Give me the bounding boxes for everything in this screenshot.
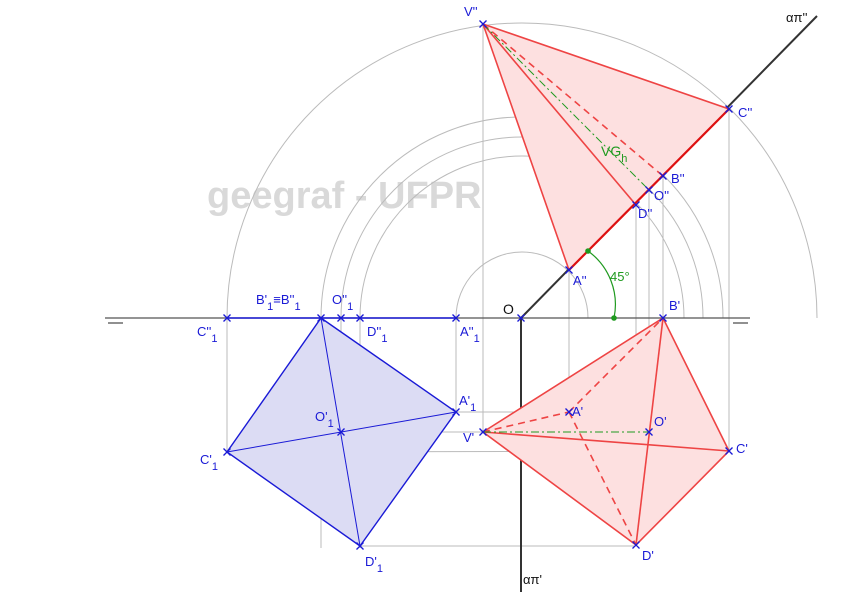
point-marker-O2 bbox=[645, 186, 653, 194]
label-O1p: O' bbox=[654, 414, 667, 429]
point-marker-origin bbox=[517, 314, 525, 322]
arc-d bbox=[359, 155, 685, 319]
elevation-edge-vb-hidden bbox=[482, 23, 664, 177]
label-D1-1: D'1 bbox=[365, 554, 383, 575]
plan-edge-ad-hidden bbox=[568, 411, 637, 546]
true-height-line bbox=[482, 23, 650, 191]
point-marker-V1p bbox=[479, 428, 487, 436]
plan-edge-vc bbox=[482, 431, 730, 452]
point-marker-A2-1 bbox=[452, 314, 460, 322]
label-A1-1: A'1 bbox=[459, 393, 476, 414]
arc-a bbox=[455, 251, 589, 319]
label-V1p: V' bbox=[463, 430, 474, 445]
label-D2: D'' bbox=[638, 206, 652, 221]
label-origin: O bbox=[503, 301, 514, 317]
label-O2-1: O''1 bbox=[332, 292, 353, 313]
label-B1p: B' bbox=[669, 298, 680, 313]
label-B2: B'' bbox=[671, 171, 685, 186]
plan-edge-ab-hidden bbox=[568, 317, 664, 413]
point-marker-C1-1 bbox=[223, 448, 231, 456]
angle-arc bbox=[587, 250, 616, 319]
elevation-edge-vd bbox=[482, 23, 637, 206]
label-alpha-pi-1: απ' bbox=[523, 572, 542, 587]
label-O1-1: O'1 bbox=[315, 409, 334, 430]
label-C1-1: C'1 bbox=[200, 452, 218, 473]
label-V2: V'' bbox=[464, 4, 478, 19]
point-marker-B2-1 bbox=[317, 314, 325, 322]
pyramid-plan bbox=[481, 316, 730, 547]
labels: απ'' απ' O 45° VGh V'' C'' B'' O'' D'' A… bbox=[197, 4, 807, 587]
plan-edge-va-hidden bbox=[482, 411, 570, 433]
point-marker-B1p bbox=[659, 314, 667, 322]
label-O2: O'' bbox=[654, 188, 669, 203]
angle-mark bbox=[585, 248, 617, 321]
point-marker-D2-1 bbox=[356, 314, 364, 322]
point-marker-B2 bbox=[659, 172, 667, 180]
label-A2-1: A''1 bbox=[460, 324, 480, 345]
label-alpha-pi-2: απ'' bbox=[786, 10, 807, 25]
point-markers bbox=[223, 20, 733, 550]
label-C2-1: C''1 bbox=[197, 324, 217, 345]
label-C1p: C' bbox=[736, 441, 748, 456]
point-marker-O2-1 bbox=[337, 314, 345, 322]
label-A2: A'' bbox=[573, 273, 587, 288]
point-marker-D1-1 bbox=[356, 542, 364, 550]
label-D2-1: D''1 bbox=[367, 324, 387, 345]
point-marker-D2 bbox=[632, 201, 640, 209]
label-angle: 45° bbox=[610, 269, 630, 284]
point-marker-C2 bbox=[725, 105, 733, 113]
point-marker-O1-1 bbox=[337, 428, 345, 436]
point-marker-C1p bbox=[725, 447, 733, 455]
point-marker-V2 bbox=[479, 20, 487, 28]
label-D1p: D' bbox=[642, 548, 654, 563]
point-marker-A1-1 bbox=[452, 408, 460, 416]
arc-c bbox=[226, 22, 818, 319]
label-vg: VGh bbox=[601, 143, 627, 165]
point-marker-O1p bbox=[645, 428, 653, 436]
label-A1p: A' bbox=[572, 404, 583, 419]
point-marker-C2-1 bbox=[223, 314, 231, 322]
watermark: geegraf - UFPR bbox=[207, 175, 481, 217]
point-marker-A2 bbox=[565, 266, 573, 274]
label-B1-equiv-B2: B'1≡B''1 bbox=[256, 292, 301, 313]
point-marker-D1p bbox=[632, 541, 640, 549]
label-C2: C'' bbox=[738, 105, 752, 120]
point-marker-A1p bbox=[565, 408, 573, 416]
